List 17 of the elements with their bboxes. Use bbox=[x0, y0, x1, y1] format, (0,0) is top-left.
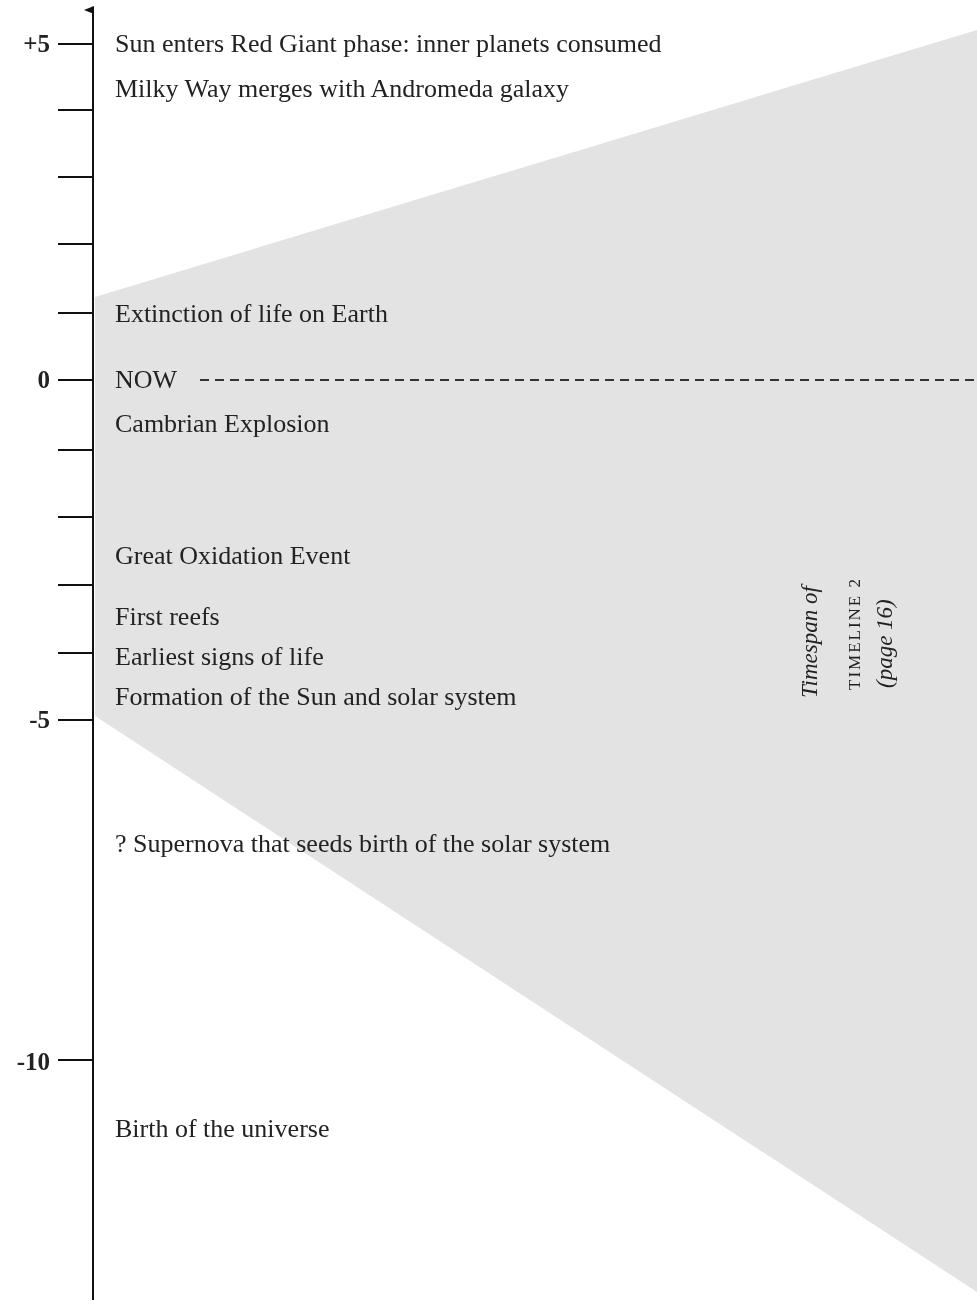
axis-tick-label: -10 bbox=[15, 1047, 50, 1077]
timespan-note: TIMELINE 2 bbox=[844, 577, 865, 690]
event-label: ? Supernova that seeds birth of the solar system bbox=[115, 829, 611, 859]
axis-tick-label: 0 bbox=[36, 365, 50, 395]
event-label: Birth of the universe bbox=[115, 1114, 330, 1144]
event-label: First reefs bbox=[115, 602, 220, 632]
event-label: Cambrian Explosion bbox=[115, 409, 330, 439]
event-label: Great Oxidation Event bbox=[115, 541, 351, 571]
event-label: Sun enters Red Giant phase: inner planets consumed bbox=[115, 29, 662, 59]
event-label: NOW bbox=[115, 365, 178, 395]
timespan-note: (page 16) bbox=[872, 599, 898, 688]
event-label: Extinction of life on Earth bbox=[115, 299, 388, 329]
axis-tick-label: -5 bbox=[28, 705, 50, 735]
event-label: Formation of the Sun and solar system bbox=[115, 682, 517, 712]
axis-tick-label: +5 bbox=[22, 29, 50, 59]
event-label: Earliest signs of life bbox=[115, 642, 324, 672]
event-label: Milky Way merges with Andromeda galaxy bbox=[115, 74, 570, 104]
